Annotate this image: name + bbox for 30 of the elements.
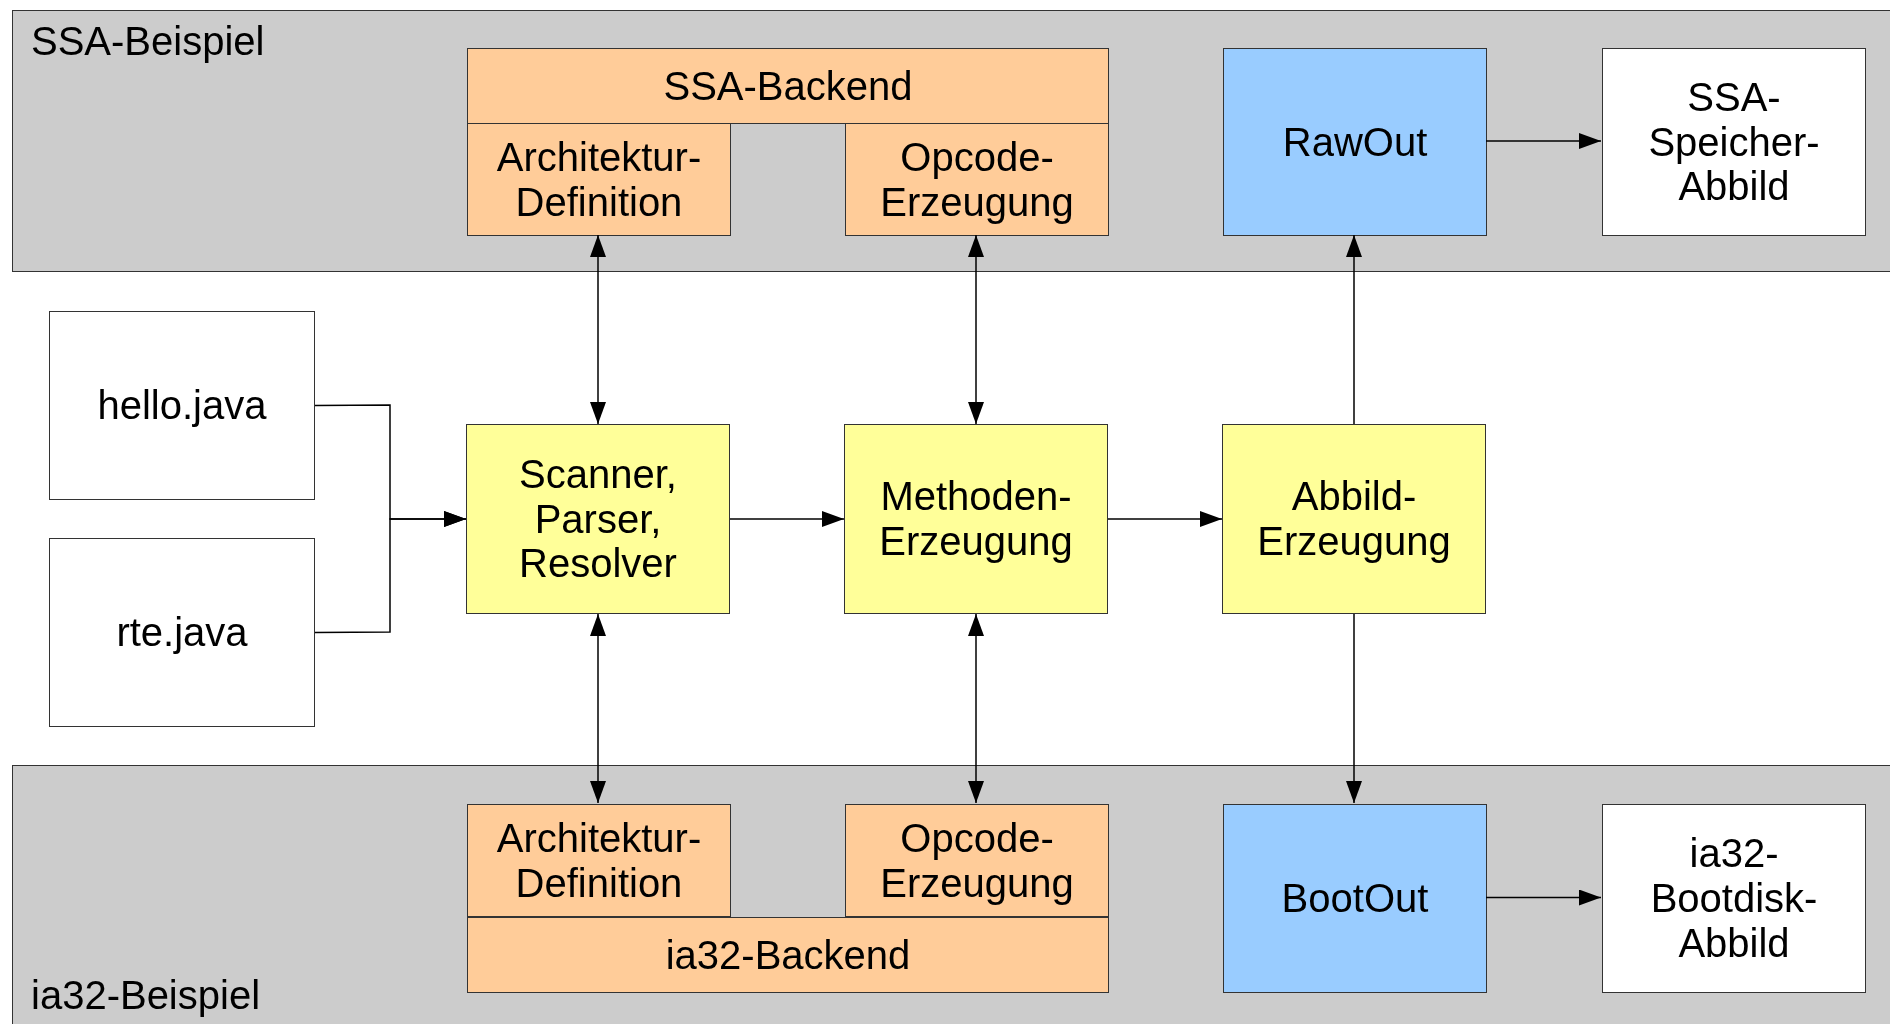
output-box: BootOut	[1223, 804, 1487, 993]
panel-title: ia32-Beispiel	[31, 973, 261, 1018]
process-box: Scanner, Parser, Resolver	[466, 424, 730, 614]
panel-title: SSA-Beispiel	[31, 19, 265, 64]
arrow	[1346, 234, 1362, 425]
file-box: hello.java	[49, 311, 315, 500]
arrow	[968, 234, 984, 425]
file-box: rte.java	[49, 538, 315, 727]
module-box: Opcode-Erzeugung	[845, 123, 1109, 236]
process-box: Methoden-Erzeugung	[844, 424, 1108, 614]
arrow	[729, 511, 845, 527]
arrow	[314, 511, 467, 634]
output-box: RawOut	[1223, 48, 1487, 236]
backend-label: SSA-Backend	[467, 48, 1109, 124]
file-box: ia32-Bootdisk-Abbild	[1602, 804, 1866, 993]
file-box: SSA-Speicher-Abbild	[1602, 48, 1866, 236]
arrow	[968, 613, 984, 804]
arrow	[1485, 889, 1602, 906]
backend-label: ia32-Backend	[467, 917, 1109, 993]
arrow	[1485, 133, 1602, 149]
module-box: Opcode-Erzeugung	[845, 804, 1109, 917]
process-box: Abbild-Erzeugung	[1222, 424, 1486, 614]
arrow	[590, 613, 606, 804]
arrow	[1107, 511, 1223, 527]
example-panel	[12, 10, 1890, 272]
arrow	[1346, 613, 1362, 804]
module-box: Architektur-Definition	[467, 804, 731, 917]
arrow	[590, 234, 606, 425]
example-panel	[12, 765, 1890, 1024]
module-box: Architektur-Definition	[467, 123, 731, 236]
